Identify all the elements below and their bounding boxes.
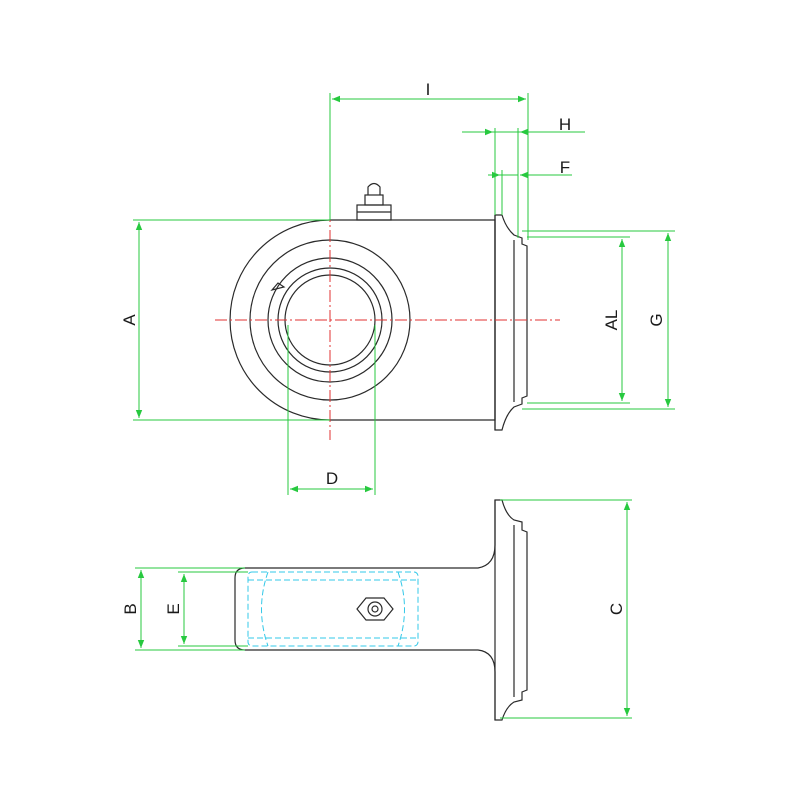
hidden-bore xyxy=(247,571,419,647)
dimensions: I H F A AL G D xyxy=(120,80,675,719)
side-body-outline xyxy=(234,499,528,721)
top-body-outline xyxy=(229,219,496,421)
dim-label-B: B xyxy=(121,603,140,614)
side-view xyxy=(234,499,528,721)
dim-label-E: E xyxy=(164,603,183,614)
dim-label-I: I xyxy=(426,80,431,99)
dim-label-H: H xyxy=(559,115,571,134)
dim-label-C: C xyxy=(607,603,626,615)
grease-nipple-side xyxy=(356,597,394,621)
dim-label-D: D xyxy=(326,469,338,488)
dim-label-AL: AL xyxy=(602,310,621,331)
grease-nipple-top xyxy=(356,182,392,221)
dim-label-G: G xyxy=(647,313,666,326)
top-flange-outline xyxy=(494,214,528,431)
top-view xyxy=(215,182,560,440)
dim-label-F: F xyxy=(560,158,570,177)
dim-label-A: A xyxy=(120,314,139,326)
